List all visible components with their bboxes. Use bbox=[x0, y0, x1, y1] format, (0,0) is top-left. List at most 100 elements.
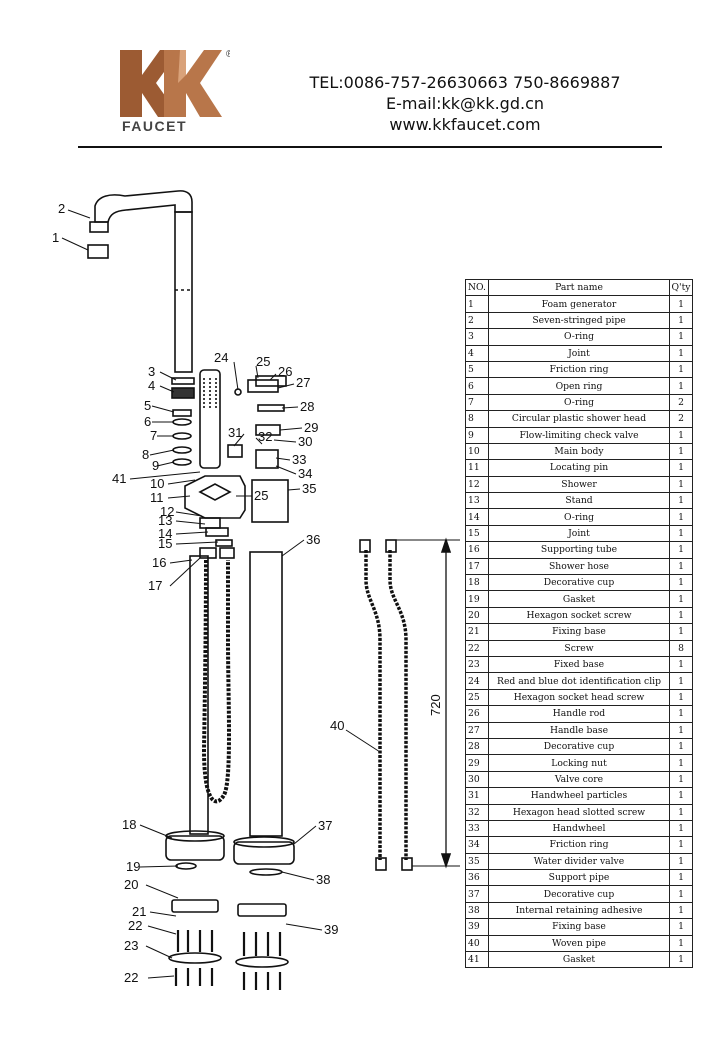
callout: 29 bbox=[304, 420, 318, 435]
part-no-cell: 19 bbox=[465, 590, 489, 608]
part-qty-cell: 1 bbox=[669, 590, 693, 608]
registered-mark: ® bbox=[226, 49, 230, 60]
part-qty-cell: 1 bbox=[669, 475, 693, 494]
part-qty-cell: 1 bbox=[669, 918, 693, 936]
part-no-cell: 23 bbox=[465, 655, 489, 674]
part-no-cell: 26 bbox=[465, 705, 489, 723]
callout: 25 bbox=[256, 354, 270, 369]
callout: 41 bbox=[112, 471, 126, 486]
part-no-cell: 20 bbox=[465, 606, 489, 625]
part-qty-cell: 1 bbox=[669, 344, 693, 362]
callout: 36 bbox=[306, 532, 320, 547]
part-no-cell: 25 bbox=[465, 688, 489, 707]
part-qty-cell: 1 bbox=[669, 459, 693, 477]
part-name-cell: Fixed base bbox=[488, 655, 670, 674]
callout: 9 bbox=[152, 458, 159, 473]
callout: 16 bbox=[152, 555, 166, 570]
part-no-cell: 22 bbox=[465, 639, 489, 657]
part-no-cell: 13 bbox=[465, 492, 489, 510]
part-name-cell: Red and blue dot identification clip bbox=[488, 672, 670, 690]
part-qty-cell: 1 bbox=[669, 623, 693, 641]
tel-line: TEL:0086-757-26630663 750-8669887 bbox=[309, 73, 621, 92]
part-name-cell: Open ring bbox=[488, 377, 670, 395]
part-name-cell: Joint bbox=[488, 524, 670, 543]
part-qty-cell: 1 bbox=[669, 541, 693, 559]
part-qty-cell: 1 bbox=[669, 655, 693, 674]
part-no-cell: 8 bbox=[465, 410, 489, 428]
part-qty-cell: 1 bbox=[669, 737, 693, 756]
header-divider bbox=[78, 146, 662, 148]
part-name-cell: Supporting tube bbox=[488, 541, 670, 559]
callout: 32 bbox=[258, 429, 272, 444]
header-qty: Q'ty bbox=[669, 278, 693, 297]
part-qty-cell: 2 bbox=[669, 393, 693, 412]
part-name-cell: Friction ring bbox=[488, 836, 670, 854]
header-part-name: Part name bbox=[488, 278, 670, 297]
part-qty-cell: 1 bbox=[669, 295, 693, 313]
callout: 23 bbox=[124, 938, 138, 953]
callout: 13 bbox=[158, 513, 172, 528]
part-no-cell: 11 bbox=[465, 459, 489, 477]
callout: 26 bbox=[278, 364, 292, 379]
part-name-cell: Decorative cup bbox=[488, 737, 670, 756]
callout: 18 bbox=[122, 817, 136, 832]
callout: 21 bbox=[132, 904, 146, 919]
part-no-cell: 30 bbox=[465, 770, 489, 789]
callout: 19 bbox=[126, 859, 140, 874]
part-no-cell: 7 bbox=[465, 393, 489, 412]
dimension-label: 720 bbox=[428, 694, 443, 716]
part-no-cell: 17 bbox=[465, 557, 489, 576]
part-no-cell: 37 bbox=[465, 885, 489, 903]
callout: 27 bbox=[296, 375, 310, 390]
part-qty-cell: 1 bbox=[669, 803, 693, 821]
part-qty-cell: 1 bbox=[669, 885, 693, 903]
part-no-cell: 27 bbox=[465, 721, 489, 739]
part-name-cell: Main body bbox=[488, 442, 670, 461]
part-no-cell: 5 bbox=[465, 360, 489, 379]
part-qty-cell: 1 bbox=[669, 688, 693, 707]
callout: 11 bbox=[150, 490, 164, 505]
part-qty-cell: 1 bbox=[669, 836, 693, 854]
part-qty-cell: 1 bbox=[669, 524, 693, 543]
part-no-cell: 6 bbox=[465, 377, 489, 395]
part-name-cell: Locking nut bbox=[488, 754, 670, 772]
part-name-cell: Flow-limiting check valve bbox=[488, 426, 670, 444]
part-qty-cell: 1 bbox=[669, 787, 693, 805]
callout: 10 bbox=[150, 476, 164, 491]
part-name-cell: Water divider valve bbox=[488, 852, 670, 871]
callout: 3 bbox=[148, 364, 155, 379]
part-name-cell: Shower bbox=[488, 475, 670, 494]
part-name-cell: Friction ring bbox=[488, 360, 670, 379]
part-no-cell: 29 bbox=[465, 754, 489, 772]
callout: 39 bbox=[324, 922, 338, 937]
part-name-cell: Decorative cup bbox=[488, 574, 670, 592]
part-qty-cell: 1 bbox=[669, 328, 693, 346]
part-qty-cell: 1 bbox=[669, 508, 693, 526]
part-no-cell: 14 bbox=[465, 508, 489, 526]
part-name-cell: Woven pipe bbox=[488, 934, 670, 953]
part-qty-cell: 1 bbox=[669, 442, 693, 461]
callout: 1 bbox=[52, 230, 59, 245]
part-name-cell: Foam generator bbox=[488, 295, 670, 313]
part-no-cell: 10 bbox=[465, 442, 489, 461]
part-qty-cell: 1 bbox=[669, 606, 693, 625]
part-no-cell: 4 bbox=[465, 344, 489, 362]
